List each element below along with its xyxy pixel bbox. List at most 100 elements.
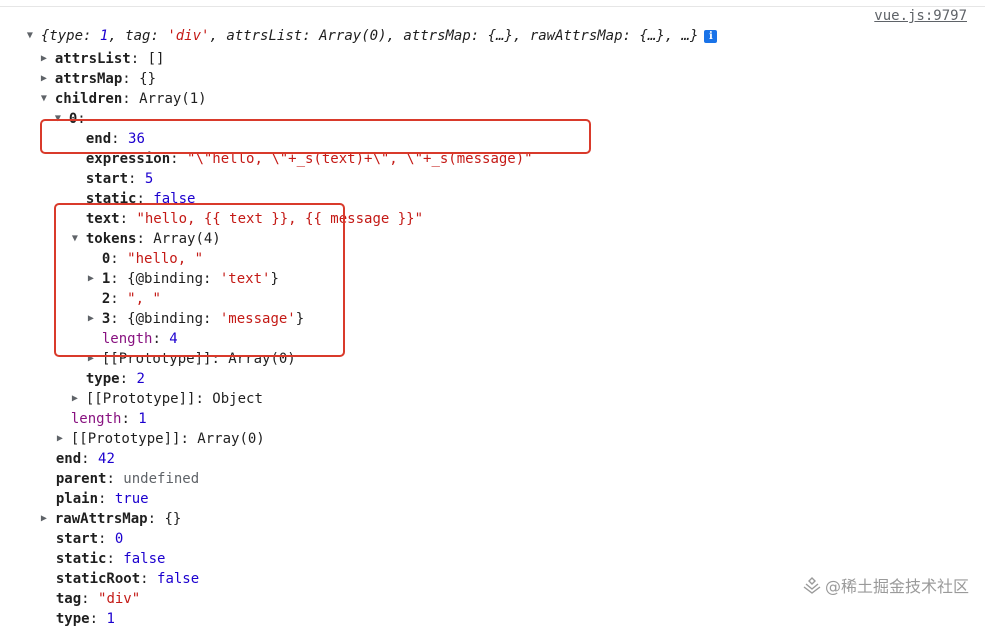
prop-row-root-end: end: 42 [55, 451, 115, 467]
prop-value: 'message' [219, 311, 296, 327]
triangle-right-icon[interactable]: ▶ [71, 393, 78, 404]
summary-suffix: …} [681, 28, 699, 44]
triangle-down-icon[interactable]: ▼ [54, 113, 61, 124]
prop-value: 5 [144, 171, 154, 187]
prop-value: [] [147, 51, 165, 67]
summary-value: 'div' [167, 28, 210, 44]
prop-key: start [85, 171, 129, 187]
prop-key: attrsList [54, 51, 131, 67]
prop-key: expression [85, 151, 171, 167]
triangle-right-icon[interactable]: ▶ [40, 73, 47, 84]
triangle-down-icon[interactable]: ▼ [71, 233, 78, 244]
prop-key: parent [55, 471, 107, 487]
prop-row-attrsMap[interactable]: ▶attrsMap: {} [40, 71, 157, 87]
summary-value: 1 [99, 28, 109, 44]
prop-key: text [85, 211, 120, 227]
prop-row-tokens-length: length: 4 [101, 331, 178, 347]
prop-key: children [54, 91, 123, 107]
prop-value: {} [164, 511, 182, 527]
prop-value-prefix: {@binding: [127, 311, 220, 327]
prop-value: "\"hello, \"+_s(text)+\", \"+_s(message)… [187, 151, 533, 167]
prop-row-root-start: start: 0 [55, 531, 124, 547]
prop-row-attrsList[interactable]: ▶attrsList: [] [40, 51, 165, 67]
highlight-box-tokens [54, 203, 345, 357]
prop-value: 36 [128, 131, 145, 147]
watermark-text: @稀土掘金技术社区 [824, 577, 969, 596]
triangle-right-icon[interactable]: ▶ [56, 433, 63, 444]
prop-row-rawAttrsMap[interactable]: ▶rawAttrsMap: {} [40, 511, 182, 527]
watermark: @稀土掘金技术社区 [803, 573, 969, 597]
prop-value: "hello, {{ text }}, {{ message }}" [136, 211, 424, 227]
prop-key: [[Prototype]] [70, 431, 181, 447]
prop-row-children-prototype[interactable]: ▶[[Prototype]]: Array(0) [56, 431, 265, 447]
prop-value: 1 [106, 611, 115, 627]
prop-row-tag: tag: "div" [55, 591, 141, 607]
prop-value: Array(4) [153, 231, 221, 247]
prop-row-root-static: static: false [55, 551, 166, 567]
prop-value: Array(0) [197, 431, 265, 447]
prop-value-suffix: } [295, 311, 305, 327]
prop-key: 1 [101, 271, 111, 287]
object-summary-row[interactable]: ▼{type: 1, tag: 'div', attrsList: Array(… [10, 6, 718, 44]
triangle-right-icon[interactable]: ▶ [40, 53, 47, 64]
prop-key: 3 [101, 311, 111, 327]
summary-key: type [49, 28, 84, 44]
prop-key: 0 [101, 251, 111, 267]
prop-key: static [55, 551, 107, 567]
prop-key: plain [55, 491, 99, 507]
triangle-right-icon[interactable]: ▶ [87, 273, 94, 284]
summary-value: Array(0) [319, 28, 387, 44]
prop-value: 4 [169, 331, 178, 347]
info-icon[interactable]: i [704, 29, 718, 43]
prop-key: 2 [101, 291, 111, 307]
prop-row-parent: parent: undefined [55, 471, 200, 487]
summary-prefix: { [40, 28, 50, 44]
prop-key: end [85, 131, 112, 147]
triangle-down-icon[interactable]: ▼ [26, 30, 33, 41]
summary-value: {…} [639, 28, 665, 44]
prop-value-prefix: {@binding: [127, 271, 220, 287]
triangle-right-icon[interactable]: ▶ [40, 513, 47, 524]
prop-row-children-length: length: 1 [70, 411, 147, 427]
prop-row-token-1[interactable]: ▶1: {@binding: 'text'} [87, 271, 279, 287]
prop-key: [[Prototype]] [85, 391, 196, 407]
summary-key: attrsMap [403, 28, 471, 44]
prop-value: ", " [127, 291, 161, 307]
prop-value: "hello, " [127, 251, 204, 267]
prop-row-child-0[interactable]: ▼0: [54, 111, 86, 127]
prop-value: "div" [98, 591, 141, 607]
summary-value: {…} [487, 28, 513, 44]
prop-row-child-prototype[interactable]: ▶[[Prototype]]: Object [71, 391, 263, 407]
summary-key: attrsList [226, 28, 303, 44]
triangle-down-icon[interactable]: ▼ [40, 93, 47, 104]
prop-value: true [114, 491, 149, 507]
prop-key: rawAttrsMap [54, 511, 148, 527]
prop-value: 42 [98, 451, 115, 467]
prop-row-token-2: 2: ", " [101, 291, 161, 307]
prop-row-end: end: 36 [85, 131, 145, 147]
prop-row-children[interactable]: ▼children: Array(1) [40, 91, 207, 107]
prop-row-token-0: 0: "hello, " [101, 251, 204, 267]
prop-key: tokens [85, 231, 137, 247]
triangle-right-icon[interactable]: ▶ [87, 353, 94, 364]
prop-row-root-type: type: 1 [55, 611, 115, 627]
prop-row-expression: expression: "\"hello, \"+_s(text)+\", \"… [85, 151, 533, 167]
prop-row-staticRoot: staticRoot: false [55, 571, 200, 587]
prop-value: Array(1) [139, 91, 207, 107]
prop-key: end [55, 451, 82, 467]
prop-value-suffix: } [270, 271, 279, 287]
prop-value: 'text' [219, 271, 271, 287]
prop-key: type [55, 611, 90, 627]
prop-row-type: type: 2 [85, 371, 145, 387]
juejin-logo-icon [803, 577, 821, 594]
prop-key: staticRoot [55, 571, 141, 587]
prop-row-tokens[interactable]: ▼tokens: Array(4) [71, 231, 221, 247]
prop-row-plain: plain: true [55, 491, 149, 507]
triangle-right-icon[interactable]: ▶ [87, 313, 94, 324]
prop-row-token-3[interactable]: ▶3: {@binding: 'message'} [87, 311, 305, 327]
prop-value: 2 [136, 371, 145, 387]
source-link[interactable]: vue.js:9797 [874, 8, 967, 24]
prop-value: false [157, 571, 200, 587]
prop-key: attrsMap [54, 71, 123, 87]
prop-value: {} [139, 71, 157, 87]
